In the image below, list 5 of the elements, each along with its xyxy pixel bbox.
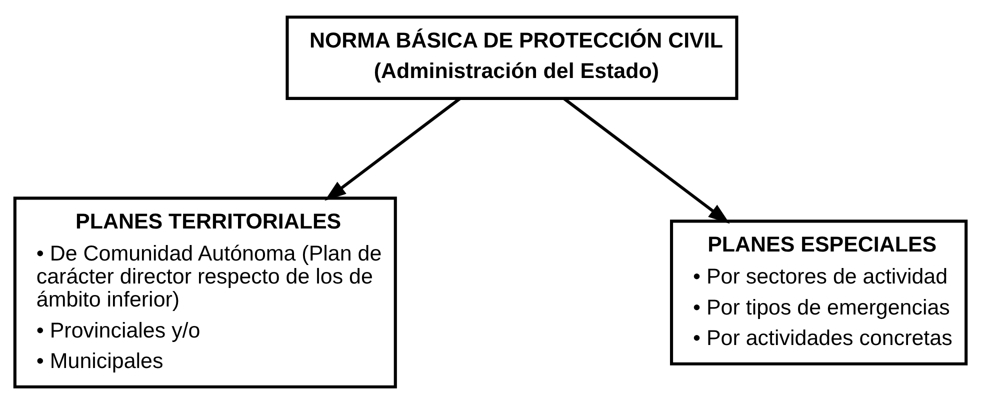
arrow — [324, 97, 461, 201]
node-box: PLANES ESPECIALES • Por sectores de actividad • Por tipos de emergencias • Por actividades concretas — [670, 220, 968, 366]
node-box: NORMA BÁSICA DE PROTECCIÓN CIVIL (Administración del Estado) — [286, 16, 738, 100]
node-box: PLANES TERRITORIALES • De Comunidad Autónoma (Plan de carácter director respecto de los de ámbito inferior) • Provinciales y/o • Municipales — [13, 196, 397, 388]
arrow — [563, 97, 730, 224]
